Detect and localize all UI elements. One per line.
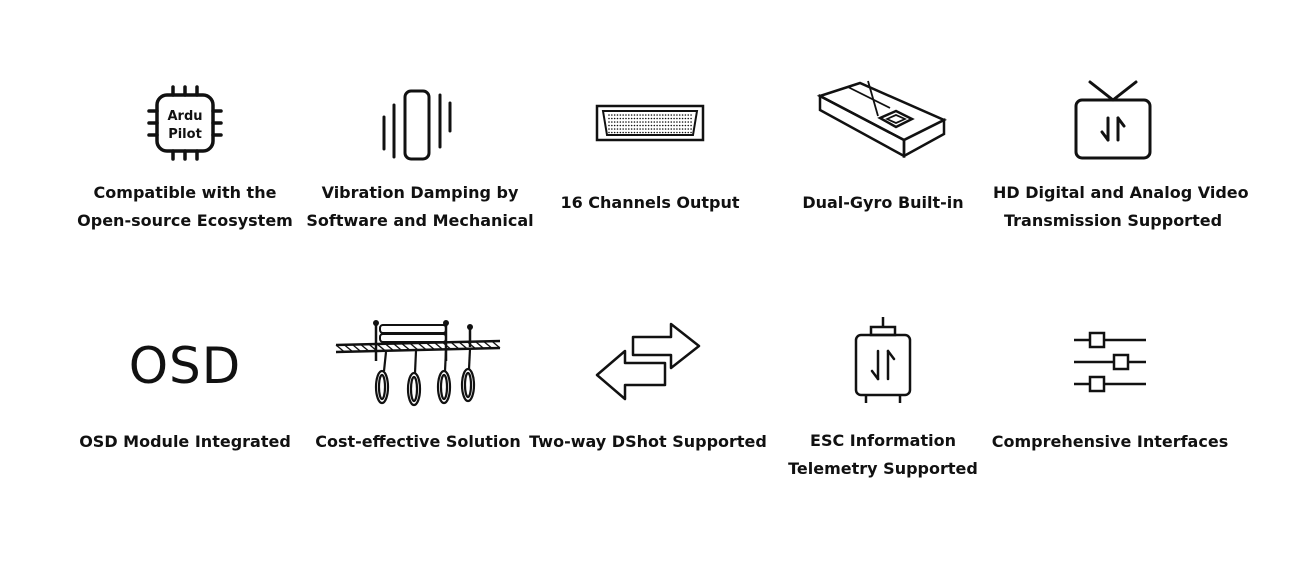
feature-label-line: OSD Module Integrated bbox=[79, 432, 291, 451]
feature-label-line: Cost-effective Solution bbox=[315, 432, 521, 451]
feature-label: 16 Channels Output bbox=[530, 189, 770, 217]
feature-label: Compatible with the Open-source Ecosyste… bbox=[65, 179, 305, 235]
sliders-icon bbox=[990, 318, 1230, 408]
feature-label-line: Transmission Supported bbox=[1003, 211, 1223, 230]
feature-label-line: Compatible with the bbox=[93, 183, 277, 202]
feature-label: OSD Module Integrated bbox=[65, 428, 305, 456]
feature-label-line: 16 Channels Output bbox=[560, 193, 740, 212]
ardupilot-text-top: Ardu bbox=[167, 109, 202, 124]
osd-text-icon: OSD bbox=[65, 318, 305, 408]
gyro-board-icon bbox=[763, 78, 1003, 168]
frame-structure-icon bbox=[298, 318, 538, 408]
tv-icon bbox=[993, 78, 1233, 168]
two-way-arrows-icon bbox=[528, 318, 768, 408]
feature-label-line: Dual-Gyro Built-in bbox=[802, 193, 964, 212]
vibration-icon bbox=[300, 78, 540, 168]
esc-telemetry-icon bbox=[763, 317, 1003, 408]
feature-label: Dual-Gyro Built-in bbox=[763, 189, 1003, 217]
feature-label: HD Digital and Analog Video Transmission… bbox=[993, 179, 1249, 235]
feature-label-line: HD Digital and Analog Video bbox=[993, 183, 1249, 202]
feature-label-line: ESC Information bbox=[810, 431, 956, 450]
feature-label-line: Telemetry Supported bbox=[788, 459, 978, 478]
feature-label-line: Two-way DShot Supported bbox=[529, 432, 767, 451]
ardupilot-chip-icon: Ardu Pilot bbox=[65, 78, 305, 168]
feature-label-line: Vibration Damping by bbox=[321, 183, 519, 202]
pin-grid bbox=[608, 114, 692, 134]
connector-pins-icon bbox=[530, 78, 770, 168]
osd-icon-text: OSD bbox=[129, 337, 242, 395]
feature-label-line: Software and Mechanical bbox=[306, 211, 534, 230]
feature-label: Comprehensive Interfaces bbox=[990, 428, 1230, 456]
feature-label: ESC Information Telemetry Supported bbox=[763, 427, 1003, 483]
ardupilot-text-bottom: Pilot bbox=[168, 127, 202, 142]
feature-label: Cost-effective Solution bbox=[298, 428, 538, 456]
feature-label-line: Comprehensive Interfaces bbox=[991, 432, 1229, 451]
feature-label: Vibration Damping by Software and Mechan… bbox=[300, 179, 540, 235]
feature-label-line: Open-source Ecosystem bbox=[77, 211, 293, 230]
feature-label: Two-way DShot Supported bbox=[528, 428, 768, 456]
